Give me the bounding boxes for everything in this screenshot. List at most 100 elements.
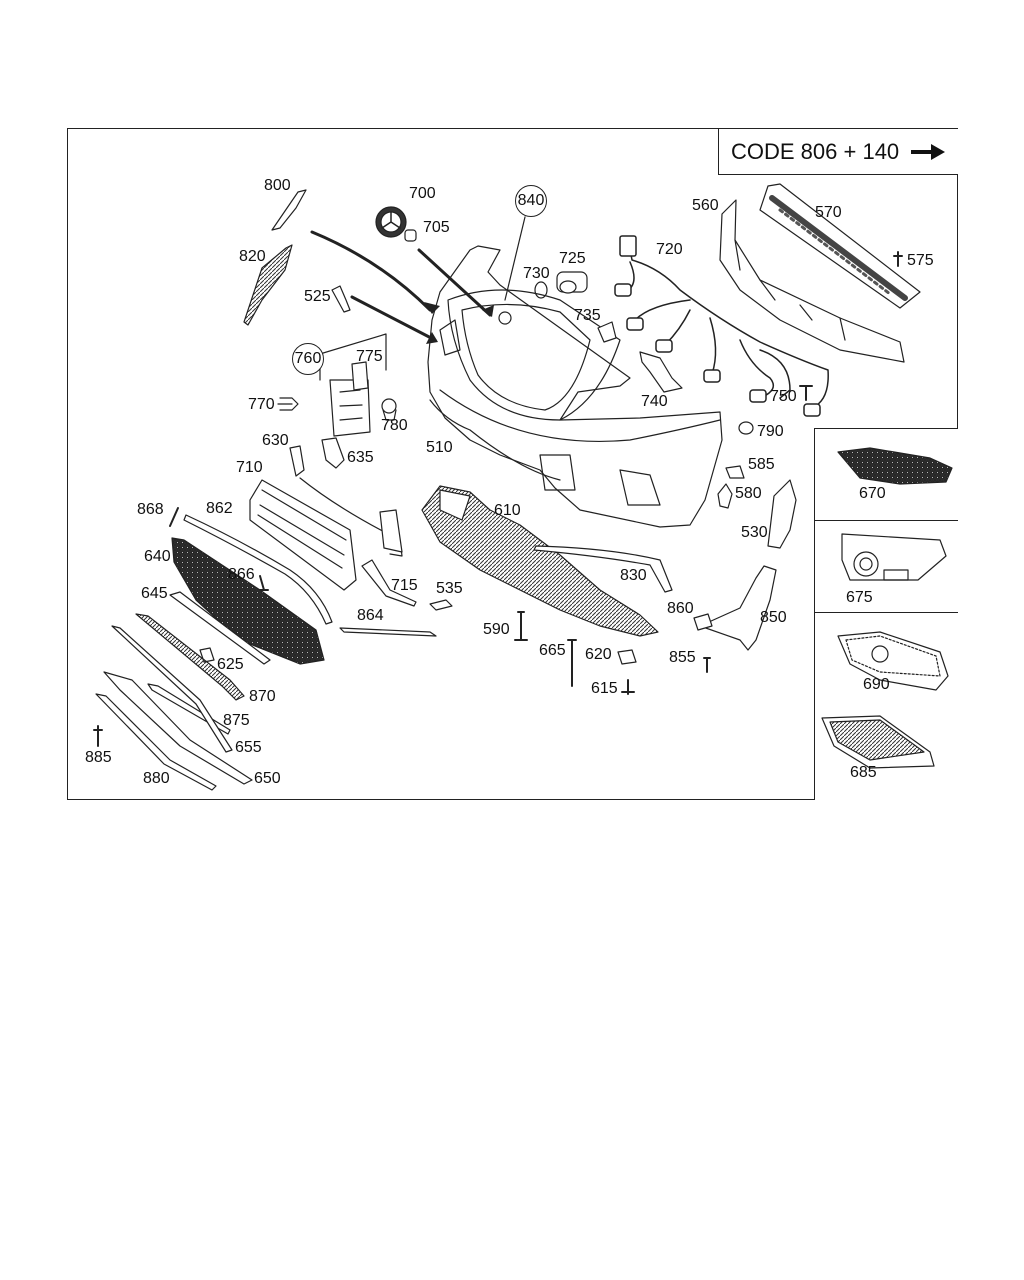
callout-670: 670	[859, 485, 886, 502]
callout-615: 615	[591, 680, 618, 697]
screw-750	[799, 385, 813, 401]
license-plate-760	[277, 361, 397, 437]
callout-620: 620	[585, 646, 612, 663]
callout-740: 740	[641, 393, 668, 410]
screw-575	[893, 251, 903, 267]
callout-850: 850	[760, 609, 787, 626]
wiring-harness-720	[614, 235, 829, 417]
holder-735	[597, 321, 617, 343]
callout-585: 585	[748, 456, 775, 473]
strip-880	[95, 693, 217, 791]
callout-864: 864	[357, 607, 384, 624]
frame-685	[821, 715, 935, 769]
callout-750: 750	[770, 388, 797, 405]
strip-715	[361, 559, 417, 607]
clip-860	[693, 613, 713, 631]
callout-650: 650	[254, 770, 281, 787]
clip-580	[717, 483, 733, 509]
nut-620	[617, 649, 637, 665]
insert-670	[837, 447, 953, 485]
callout-830: 830	[620, 567, 647, 584]
strip-655	[111, 625, 233, 753]
bracket-525	[331, 285, 351, 313]
grille-570	[759, 183, 921, 309]
grille-640	[171, 537, 325, 665]
callout-580: 580	[735, 485, 762, 502]
callout-665: 665	[539, 642, 566, 659]
frame-690	[837, 631, 949, 691]
callout-510: 510	[426, 439, 453, 456]
callout-770: 770	[248, 396, 275, 413]
clip-535	[429, 599, 453, 611]
rod-665	[567, 639, 577, 687]
callout-715: 715	[391, 577, 418, 594]
code-label-box: CODE 806 + 140	[718, 129, 958, 175]
callout-820: 820	[239, 248, 266, 265]
bracket-740	[639, 351, 683, 393]
strip-645	[169, 591, 271, 665]
callout-855: 855	[669, 649, 696, 666]
emblem-700	[375, 206, 407, 238]
callout-560: 560	[692, 197, 719, 214]
callout-870: 870	[249, 688, 276, 705]
callout-690: 690	[863, 676, 890, 693]
callout-725: 725	[559, 250, 586, 267]
callout-700: 700	[409, 185, 436, 202]
callout-575: 575	[907, 252, 934, 269]
strip-650	[103, 671, 253, 785]
callout-880: 880	[143, 770, 170, 787]
callout-868: 868	[137, 501, 164, 518]
callout-630: 630	[262, 432, 289, 449]
assembly-arrows	[310, 230, 492, 342]
callout-530: 530	[741, 524, 768, 541]
callout-625: 625	[217, 656, 244, 673]
callout-875: 875	[223, 712, 250, 729]
screw-615	[621, 679, 635, 695]
callout-640: 640	[144, 548, 171, 565]
callout-635: 635	[347, 449, 374, 466]
callout-720: 720	[656, 241, 683, 258]
callout-645: 645	[141, 585, 168, 602]
clip-790	[738, 421, 754, 435]
strip-830	[533, 545, 673, 593]
callout-866: 866	[228, 566, 255, 583]
callout-685: 685	[850, 764, 877, 781]
strip-864	[339, 627, 437, 637]
crossmember-610	[421, 485, 659, 637]
bracket-630	[289, 445, 305, 477]
callout-590: 590	[483, 621, 510, 638]
strip-870	[135, 613, 245, 701]
callout-735: 735	[574, 307, 601, 324]
callout-790: 790	[757, 423, 784, 440]
callout-705: 705	[423, 219, 450, 236]
bracket-530	[767, 479, 797, 549]
bolt-590	[514, 611, 528, 641]
callout-775: 775	[356, 348, 383, 365]
screw-855	[703, 657, 711, 673]
callout-800: 800	[264, 177, 291, 194]
pin-868	[169, 507, 179, 527]
leader-840	[504, 216, 526, 301]
arrow-right-icon	[911, 143, 946, 160]
callout-610: 610	[494, 502, 521, 519]
trim-800	[271, 189, 307, 231]
code-label: CODE 806 + 140	[731, 138, 900, 164]
ring-730	[534, 281, 548, 299]
callout-840: 840	[515, 185, 547, 217]
sensor-725	[556, 271, 588, 294]
bracket-850	[699, 565, 777, 651]
absorber-710	[249, 477, 403, 591]
screw-885	[93, 725, 103, 747]
bracket-635	[321, 437, 345, 469]
trim-820	[243, 244, 293, 326]
frame-675	[841, 533, 947, 581]
callout-535: 535	[436, 580, 463, 597]
callout-710: 710	[236, 459, 263, 476]
callout-862: 862	[206, 500, 233, 517]
callout-885: 885	[85, 749, 112, 766]
callout-860: 860	[667, 600, 694, 617]
callout-760: 760	[292, 343, 324, 375]
callout-730: 730	[523, 265, 550, 282]
callout-525: 525	[304, 288, 331, 305]
